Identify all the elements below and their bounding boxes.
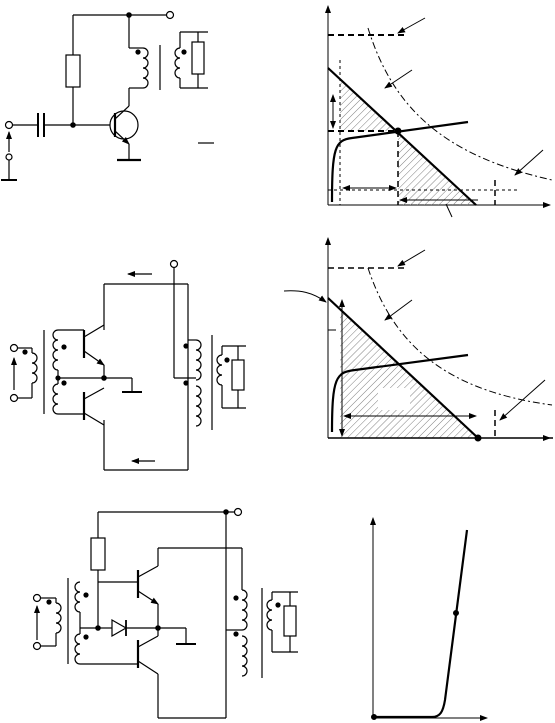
callout-pointer <box>499 379 546 421</box>
supply-terminal[interactable] <box>169 259 179 269</box>
class-a-graph <box>325 5 553 218</box>
polarity-dot <box>233 631 239 637</box>
lower-transistor-collector <box>137 660 159 675</box>
load-line <box>327 67 477 206</box>
max-power-hyperbola <box>367 27 553 181</box>
polarity-dot <box>183 343 189 349</box>
transformer-secondary <box>174 47 181 79</box>
output-transformer-primary-upper <box>241 589 248 631</box>
transistor-collector <box>114 105 130 120</box>
polarity-dot <box>83 592 89 598</box>
upper-transistor-collector <box>83 324 105 338</box>
polarity-dot <box>61 380 67 386</box>
class-b-graph <box>283 237 553 442</box>
output-transformer-secondary <box>266 599 273 631</box>
output-transformer-primary-lower <box>195 385 202 427</box>
transformer-primary <box>142 47 149 89</box>
input-terminal[interactable] <box>32 593 42 603</box>
load-resistor <box>191 41 205 75</box>
junction-dot <box>55 375 61 381</box>
polarity-dot <box>61 344 67 350</box>
supply-terminal[interactable] <box>233 507 243 517</box>
bias-diode <box>111 618 128 638</box>
class-b-circuit <box>9 259 246 471</box>
upper-transistor-collector <box>137 565 159 578</box>
curve-point <box>453 610 459 616</box>
operating-point <box>474 434 482 442</box>
polarity-dot <box>46 599 52 605</box>
junction-dot <box>70 122 76 128</box>
class-a-circuit <box>1 10 214 181</box>
polarity-dot <box>233 595 239 601</box>
callout-pointer <box>283 290 327 303</box>
input-terminal[interactable] <box>4 120 14 130</box>
output-transformer-primary-lower <box>241 635 248 677</box>
lower-transistor-emitter <box>83 387 105 400</box>
polarity-dot <box>181 49 187 55</box>
input-return-terminal[interactable] <box>5 153 13 161</box>
callout-pointer <box>384 299 413 321</box>
operating-point <box>394 127 402 135</box>
upper-transistor-emitter <box>83 350 105 366</box>
polarity-dot <box>183 380 189 386</box>
polarity-dot <box>275 602 281 608</box>
callout-pointer <box>445 203 453 218</box>
callout-pointer <box>384 69 413 89</box>
output-transformer-secondary <box>216 354 223 386</box>
callout-pointer <box>397 17 426 34</box>
output-characteristic <box>330 353 469 433</box>
callout-pointer <box>514 149 544 176</box>
transfer-curve <box>373 529 469 719</box>
class-ab-circuit <box>32 507 298 719</box>
output-transformer-primary-upper <box>195 339 202 381</box>
bias-resistor <box>65 54 81 88</box>
transfer-characteristic-graph <box>370 517 488 721</box>
output-characteristic <box>330 120 469 203</box>
max-power-hyperbola <box>367 267 553 406</box>
input-transformer-secondary-upper <box>52 329 59 371</box>
load-resistor <box>231 359 245 391</box>
power-area-inset <box>378 388 410 410</box>
origin-point <box>371 714 377 720</box>
input-transformer-secondary-lower <box>52 383 59 415</box>
supply-terminal[interactable] <box>165 10 175 20</box>
lower-transistor-emitter <box>137 635 159 648</box>
transistor-emitter <box>114 130 130 145</box>
bias-resistor <box>90 537 106 571</box>
input-return-terminal[interactable] <box>32 641 42 651</box>
callout-pointer <box>397 249 426 267</box>
input-return-terminal[interactable] <box>9 393 19 403</box>
polarity-dot <box>135 49 141 55</box>
polarity-dot <box>22 349 28 355</box>
input-transformer-primary <box>31 352 38 384</box>
input-transformer-primary <box>55 602 62 634</box>
polarity-dot <box>83 634 89 640</box>
input-transformer-secondary-upper <box>74 581 81 613</box>
polarity-dot <box>224 357 230 363</box>
lower-transistor-collector <box>83 412 105 426</box>
input-terminal[interactable] <box>9 343 19 353</box>
load-resistor <box>283 605 297 637</box>
upper-transistor-emitter <box>137 590 159 605</box>
input-transformer-secondary-lower <box>74 633 81 665</box>
